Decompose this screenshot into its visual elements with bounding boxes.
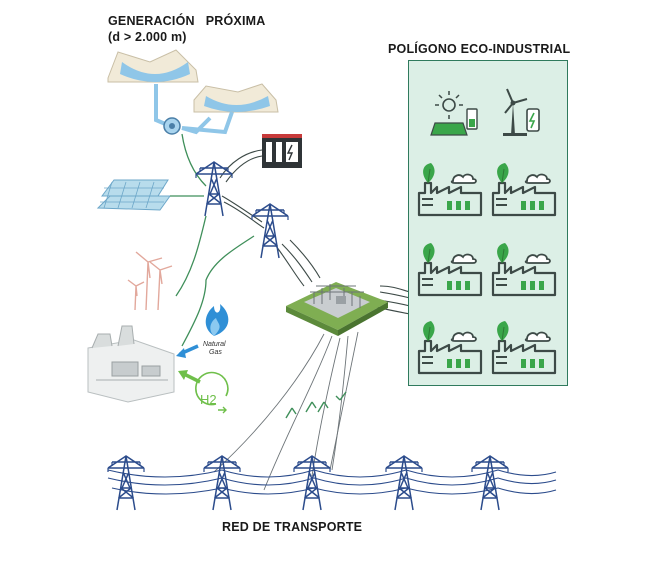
- gas-arrow: [176, 344, 199, 358]
- eco-panel-canvas: [417, 88, 557, 375]
- connection-lines: [170, 133, 411, 347]
- reservoir-pumped-hydro-icon: [107, 49, 279, 135]
- wind-battery-icon: [503, 88, 540, 136]
- flow-arrows: [285, 391, 347, 419]
- hydrogen-icon: H2: [195, 371, 229, 414]
- eco-industrial-title: POLÍGONO ECO-INDUSTRIAL: [388, 42, 571, 56]
- transmission-tower-icon: [293, 455, 331, 511]
- natural-gas-label: Natural: [203, 341, 226, 348]
- transport-lines: [213, 331, 359, 491]
- natural-gas-label-line2: Gas: [209, 349, 222, 356]
- green-factory-icon: [491, 241, 557, 297]
- wind-turbines-icon: [127, 251, 173, 311]
- eco-industrial-panel: [408, 60, 568, 386]
- solar-panel-array-icon: [96, 179, 171, 211]
- inverter-cabinet-icon: [262, 134, 302, 168]
- solar-battery-icon: [430, 91, 478, 136]
- transmission-network: [107, 469, 557, 495]
- transmission-tower-icon: [251, 203, 289, 259]
- transmission-tower-icon: [195, 161, 233, 217]
- green-factory-icon: [491, 161, 557, 217]
- green-factory-icon: [417, 161, 483, 217]
- natural-gas-flame-icon: Natural Gas: [203, 304, 229, 356]
- hydrogen-arrow: [178, 370, 201, 384]
- transmission-tower-icon: [385, 455, 423, 511]
- gas-power-plant-icon: [87, 325, 175, 403]
- hydrogen-label: H2: [200, 392, 217, 407]
- turbine-icon: [163, 117, 181, 135]
- generation-distance: (d > 2.000 m): [108, 30, 187, 44]
- generation-title: GENERACIÓN PRÓXIMA: [108, 14, 266, 28]
- green-factory-icon: [417, 241, 483, 297]
- green-factory-icon: [491, 319, 557, 375]
- transport-network-title: RED DE TRANSPORTE: [222, 520, 363, 534]
- substation-icon: [286, 282, 388, 336]
- green-factory-icon: [417, 319, 483, 375]
